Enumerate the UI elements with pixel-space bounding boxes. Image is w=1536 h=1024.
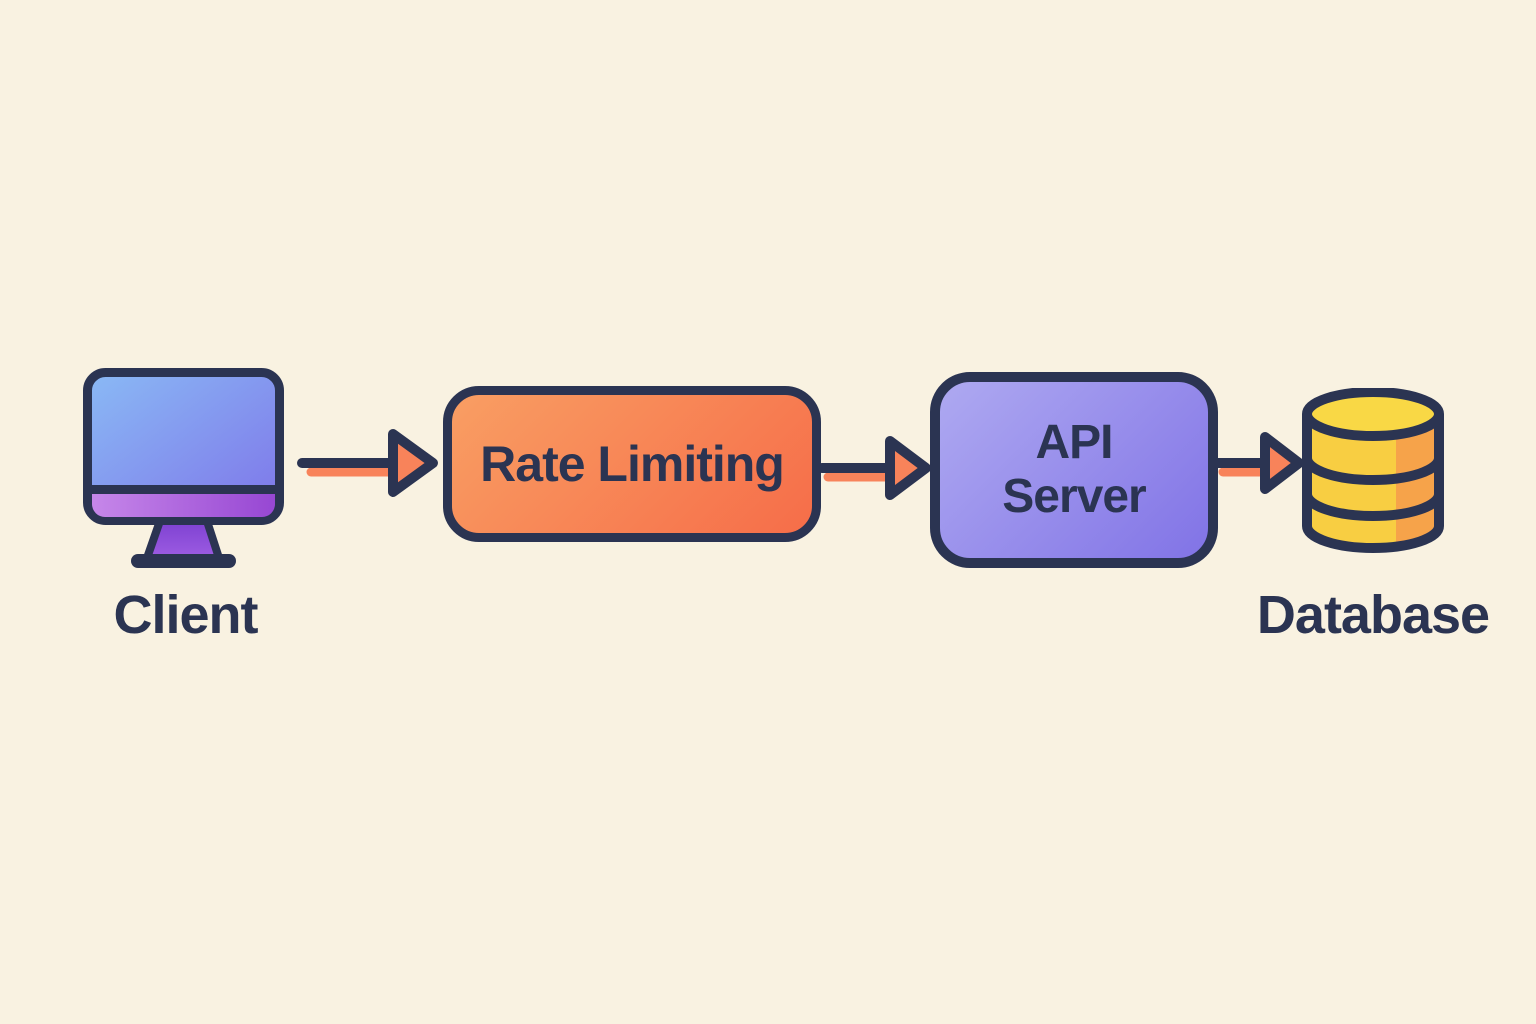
database-cylinder-icon <box>1302 388 1444 553</box>
arrow-icon <box>820 436 931 500</box>
database-label: Database <box>1256 585 1490 645</box>
api-server-label: API Server <box>1002 416 1146 523</box>
node-rate-limiting: Rate Limiting <box>443 386 821 542</box>
arrow-icon <box>1215 432 1303 494</box>
client-label: Client <box>113 585 258 645</box>
node-api-server: API Server <box>930 372 1218 568</box>
rate-limiting-label: Rate Limiting <box>480 436 785 492</box>
arrow-icon <box>297 429 438 497</box>
monitor-icon <box>83 368 284 568</box>
